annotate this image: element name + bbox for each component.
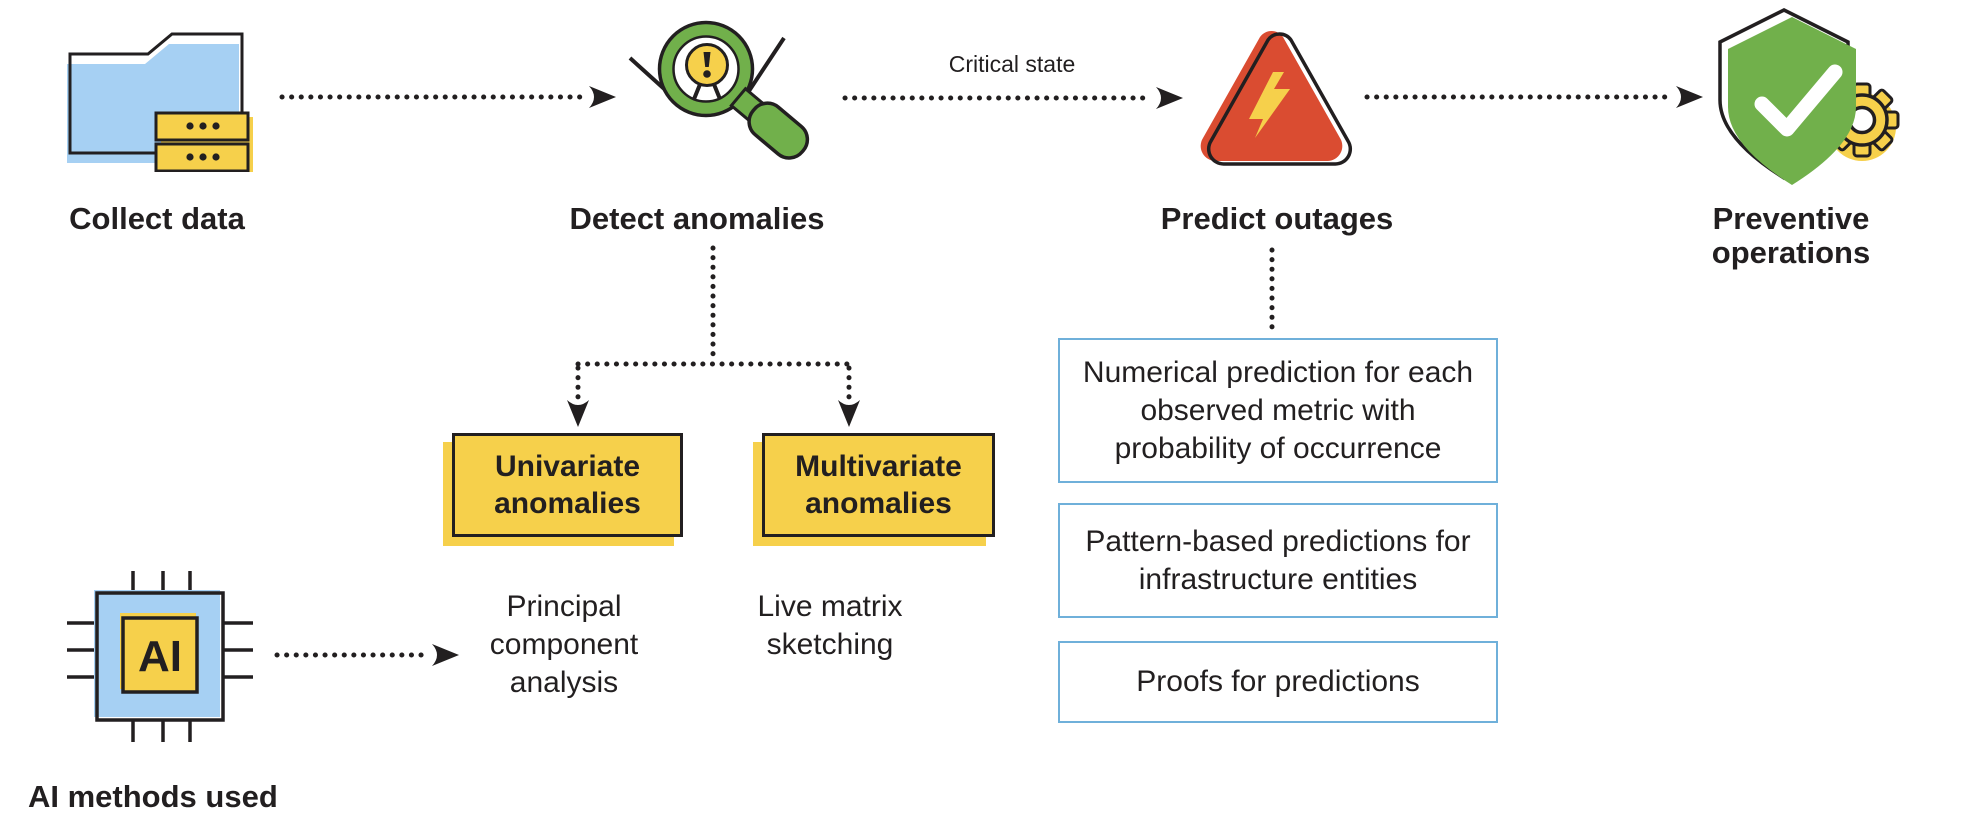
prediction-output-box-2: Pattern-based predictions for infrastruc… xyxy=(1058,503,1498,618)
prediction-output-box-3: Proofs for predictions xyxy=(1058,641,1498,723)
prediction-output-text-2: Pattern-based predictions for infrastruc… xyxy=(1085,524,1471,596)
arrowhead-ai-to-methods xyxy=(432,644,459,666)
multivariate-anomalies-title: Multivariate anomalies xyxy=(795,450,962,520)
shield-fill xyxy=(1728,17,1856,185)
arrowhead-predict-to-preventive xyxy=(1676,86,1703,108)
chip-ai-text: AI xyxy=(138,632,182,681)
lens-ring xyxy=(661,24,751,114)
univariate-anomalies-title: Univariate anomalies xyxy=(494,450,641,520)
shield-check-gear-icon xyxy=(1718,8,1900,185)
exclamation-bar xyxy=(703,52,711,67)
chip-core xyxy=(121,616,199,694)
ai-chip-icon: AI xyxy=(67,571,253,742)
lens-outer-outline xyxy=(657,20,755,118)
triangle-outline xyxy=(1206,32,1353,166)
prediction-output-text-1: Numerical prediction for each observed m… xyxy=(1082,355,1474,465)
ai-methods-caption: AI methods used xyxy=(28,779,278,814)
step-label-preventive-operations: Preventive operations xyxy=(1711,201,1871,270)
step-label-predict-outages: Predict outages xyxy=(1160,201,1394,236)
anomaly-magnifier-icon xyxy=(628,20,810,160)
arrowhead-univariate xyxy=(567,400,589,427)
prediction-output-box-1: Numerical prediction for each observed m… xyxy=(1058,338,1498,483)
chip-pins xyxy=(67,571,253,742)
critical-state-caption: Critical state xyxy=(948,51,1076,77)
univariate-anomalies-box: Univariate anomalies xyxy=(452,433,683,537)
check-mark xyxy=(1754,64,1843,137)
multivariate-anomalies-box: Multivariate anomalies xyxy=(762,433,995,537)
folder-database-icon xyxy=(67,32,253,172)
lightning-bolt xyxy=(1249,72,1290,138)
step-label-detect-anomalies: Detect anomalies xyxy=(569,201,825,236)
arrowhead-detect-to-predict xyxy=(1156,87,1183,109)
server-leds xyxy=(186,122,220,161)
outage-warning-triangle-icon xyxy=(1200,30,1353,166)
chip-body-outline xyxy=(95,591,225,722)
arrowhead-multivariate xyxy=(838,400,860,427)
exclamation-dot xyxy=(703,70,711,78)
prediction-output-text-3: Proofs for predictions xyxy=(1136,665,1420,698)
univariate-method-label: Principal component analysis xyxy=(489,590,639,699)
lens-inner-outline xyxy=(672,35,740,103)
magnifier-handle xyxy=(729,86,810,160)
step-label-collect-data: Collect data xyxy=(69,201,245,236)
multivariate-method-label: Live matrix sketching xyxy=(757,590,903,661)
arrowhead-collect-to-detect xyxy=(589,86,616,108)
